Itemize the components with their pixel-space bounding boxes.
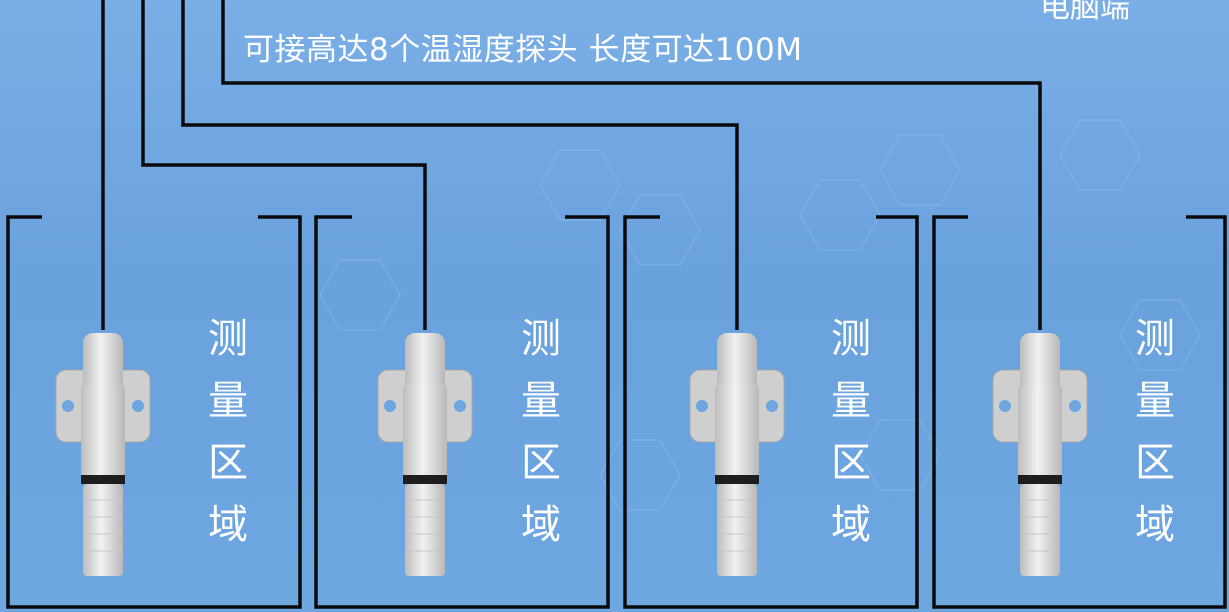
measurement-zone-label-2: 测 量 区 域 <box>516 308 566 556</box>
zone-label-char: 域 <box>831 502 871 548</box>
zone-label-char: 域 <box>208 502 248 548</box>
temperature-humidity-probe-1 <box>55 333 151 576</box>
probe-cable-3 <box>181 0 739 330</box>
measurement-zone-label-1: 测 量 区 域 <box>203 308 253 556</box>
temperature-humidity-probe-2 <box>377 333 473 576</box>
zone-label-char: 测 <box>1135 316 1175 362</box>
zone-label-char: 量 <box>521 378 561 424</box>
zone-label-char: 区 <box>521 440 561 486</box>
zone-label-char: 区 <box>208 440 248 486</box>
zone-label-char: 区 <box>1135 440 1175 486</box>
temperature-humidity-probe-3 <box>689 333 785 576</box>
probe-cable-4 <box>221 0 1042 330</box>
measurement-box-3 <box>623 215 919 609</box>
zone-label-char: 量 <box>1135 378 1175 424</box>
measurement-zone-label-3: 测 量 区 域 <box>826 308 876 556</box>
zone-label-char: 区 <box>831 440 871 486</box>
measurement-box-4 <box>932 215 1227 609</box>
zone-label-char: 域 <box>1135 502 1175 548</box>
measurement-box-1 <box>6 215 302 609</box>
probe-cable-2 <box>141 0 427 330</box>
zone-label-char: 测 <box>831 316 871 362</box>
zone-label-char: 量 <box>208 378 248 424</box>
header-title: 可接高达8个温湿度探头 长度可达100M <box>243 32 803 68</box>
measurement-zone-label-4: 测 量 区 域 <box>1130 308 1180 556</box>
temperature-humidity-probe-4 <box>992 333 1088 576</box>
zone-label-char: 域 <box>521 502 561 548</box>
zone-label-char: 量 <box>831 378 871 424</box>
zone-label-char: 测 <box>208 316 248 362</box>
measurement-box-2 <box>314 215 610 609</box>
pc-end-label: 电脑端 <box>1040 0 1130 25</box>
zone-label-char: 测 <box>521 316 561 362</box>
